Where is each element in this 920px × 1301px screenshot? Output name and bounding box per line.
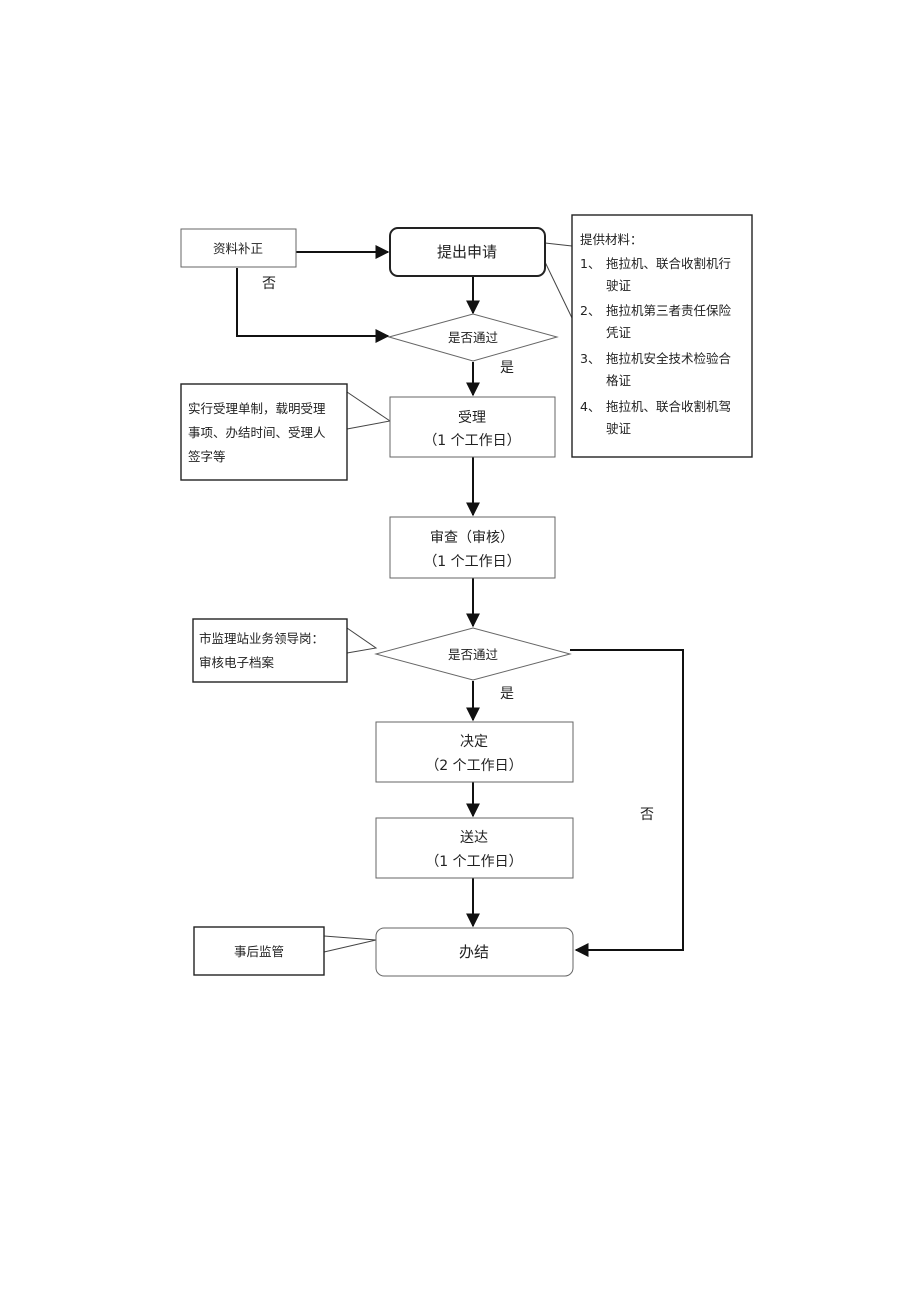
materials-item-line: 拖拉机、联合收割机驾 — [606, 399, 731, 414]
supervise-note-pointer — [323, 935, 377, 953]
deliver-time: （1 个工作日） — [425, 854, 522, 870]
node-review: 审查（审核） （1 个工作日） — [389, 516, 556, 579]
node-check1: 是否通过 — [387, 313, 559, 362]
materials-item-line: 拖拉机、联合收割机行 — [606, 256, 731, 271]
supervise-note-label: 事后监管 — [234, 944, 284, 959]
node-finish: 办结 — [375, 927, 574, 977]
decide-box — [375, 721, 574, 783]
materials-pointer-bottom — [544, 261, 573, 319]
leader-note-box — [192, 618, 348, 683]
node-supplement: 资料补正 — [180, 228, 297, 268]
leader-note: 市监理站业务领导岗： 审核电子档案 — [192, 618, 348, 683]
check2-label: 是否通过 — [448, 647, 499, 662]
edge-label-no-top: 否 — [262, 276, 276, 292]
materials-note-box — [571, 214, 753, 458]
node-accept: 受理 （1 个工作日） — [389, 396, 556, 458]
materials-note: 提供材料： 1、 拖拉机、联合收割机行 驶证 2、 拖拉机第三者责任保险 凭证 … — [571, 214, 753, 458]
accept-title: 受理 — [458, 410, 486, 426]
check1-diamond — [387, 313, 559, 362]
materials-item-line: 驶证 — [606, 421, 632, 436]
materials-pointer-top — [544, 242, 573, 247]
accept-note: 实行受理单制，载明受理 事项、办结时间、受理人 签字等 — [180, 383, 348, 481]
leader-note-pointer — [346, 627, 378, 654]
accept-note-line: 事项、办结时间、受理人 — [188, 425, 326, 440]
materials-item-line: 驶证 — [606, 278, 632, 293]
materials-item-num: 2、 — [580, 303, 600, 318]
accept-note-pointer — [346, 391, 392, 430]
node-decide: 决定 （2 个工作日） — [375, 721, 574, 783]
accept-note-box — [180, 383, 348, 481]
review-title: 审查（审核） — [430, 530, 514, 546]
check2-diamond — [374, 627, 572, 681]
accept-note-line: 实行受理单制，载明受理 — [188, 401, 326, 416]
review-time: （1 个工作日） — [423, 554, 520, 570]
finish-box — [375, 927, 574, 977]
deliver-box — [375, 817, 574, 879]
materials-item-num: 1、 — [580, 256, 600, 271]
decide-title: 决定 — [460, 734, 488, 750]
materials-item-line: 拖拉机第三者责任保险 — [606, 303, 732, 318]
deliver-title: 送达 — [460, 830, 488, 846]
check1-label: 是否通过 — [448, 330, 499, 345]
materials-item-line: 拖拉机安全技术检验合 — [606, 351, 732, 366]
edge-label-yes-2: 是 — [500, 686, 514, 702]
node-deliver: 送达 （1 个工作日） — [375, 817, 574, 879]
leader-note-line: 市监理站业务领导岗： — [199, 631, 324, 646]
apply-box — [389, 227, 546, 277]
accept-time: （1 个工作日） — [423, 433, 520, 449]
materials-item-num: 4、 — [580, 399, 600, 414]
review-box — [389, 516, 556, 579]
node-check2: 是否通过 — [374, 627, 572, 681]
accept-note-line: 签字等 — [188, 449, 226, 464]
supervise-note-box — [193, 926, 325, 976]
edge-label-yes-1: 是 — [500, 360, 514, 376]
finish-label: 办结 — [459, 943, 489, 961]
accept-box — [389, 396, 556, 458]
supplement-label: 资料补正 — [213, 241, 263, 256]
materials-item-line: 格证 — [606, 373, 632, 388]
apply-label: 提出申请 — [437, 243, 497, 261]
supervise-note: 事后监管 — [193, 926, 325, 976]
edge-label-no-right: 否 — [640, 807, 654, 823]
arrow-check2-no-to-finish — [570, 649, 684, 957]
leader-note-line: 审核电子档案 — [199, 655, 275, 670]
materials-item-num: 3、 — [580, 351, 600, 366]
node-apply: 提出申请 — [389, 227, 546, 277]
supplement-box — [180, 228, 297, 268]
connectors — [236, 245, 684, 957]
materials-item-line: 凭证 — [606, 325, 632, 340]
decide-time: （2 个工作日） — [425, 758, 522, 774]
materials-title: 提供材料： — [580, 232, 643, 247]
arrow-supplement-to-check1 — [236, 268, 390, 343]
